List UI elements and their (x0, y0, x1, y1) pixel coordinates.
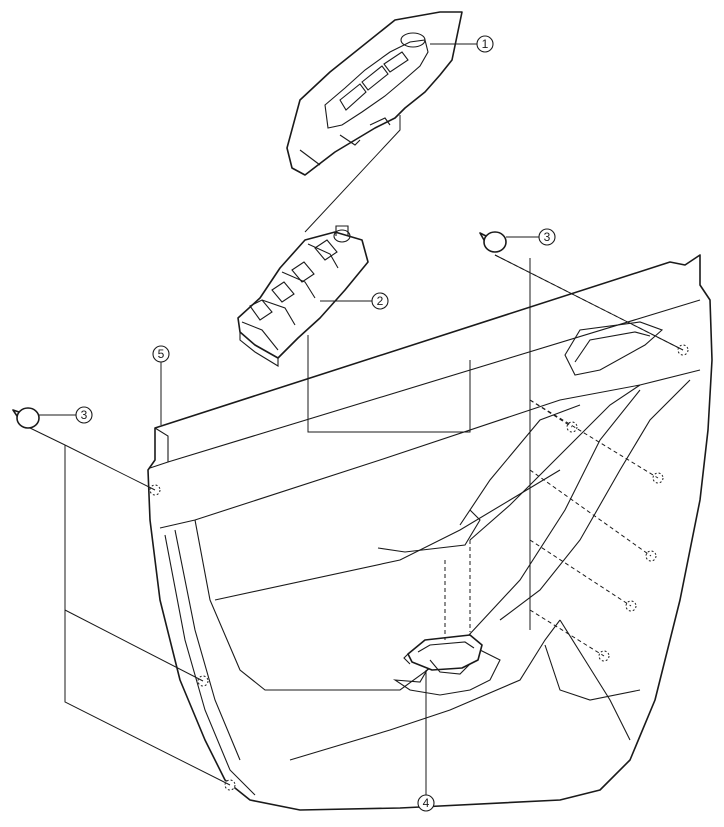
callout-3-upper: 3 (506, 228, 556, 246)
clip-fastener-upper (479, 231, 507, 253)
callout-label-1: 1 (482, 37, 489, 51)
callout-4: 4 (417, 670, 435, 812)
callout-5: 5 (152, 345, 170, 425)
door-trim-panel (147, 254, 713, 811)
assembly-lines (29, 115, 684, 786)
power-window-switch (237, 225, 369, 367)
callout-3-lower: 3 (39, 406, 93, 424)
callout-label-3-upper: 3 (544, 230, 551, 244)
callout-2: 2 (320, 292, 389, 310)
switch-panel-bezel (286, 11, 463, 176)
callout-1: 1 (430, 35, 494, 53)
callout-label-3-lower: 3 (81, 408, 88, 422)
clip-fastener-lower (12, 407, 40, 429)
inner-door-handle (403, 634, 483, 675)
callout-label-2: 2 (377, 294, 384, 308)
callout-label-5: 5 (158, 347, 165, 361)
callout-label-4: 4 (423, 796, 430, 810)
